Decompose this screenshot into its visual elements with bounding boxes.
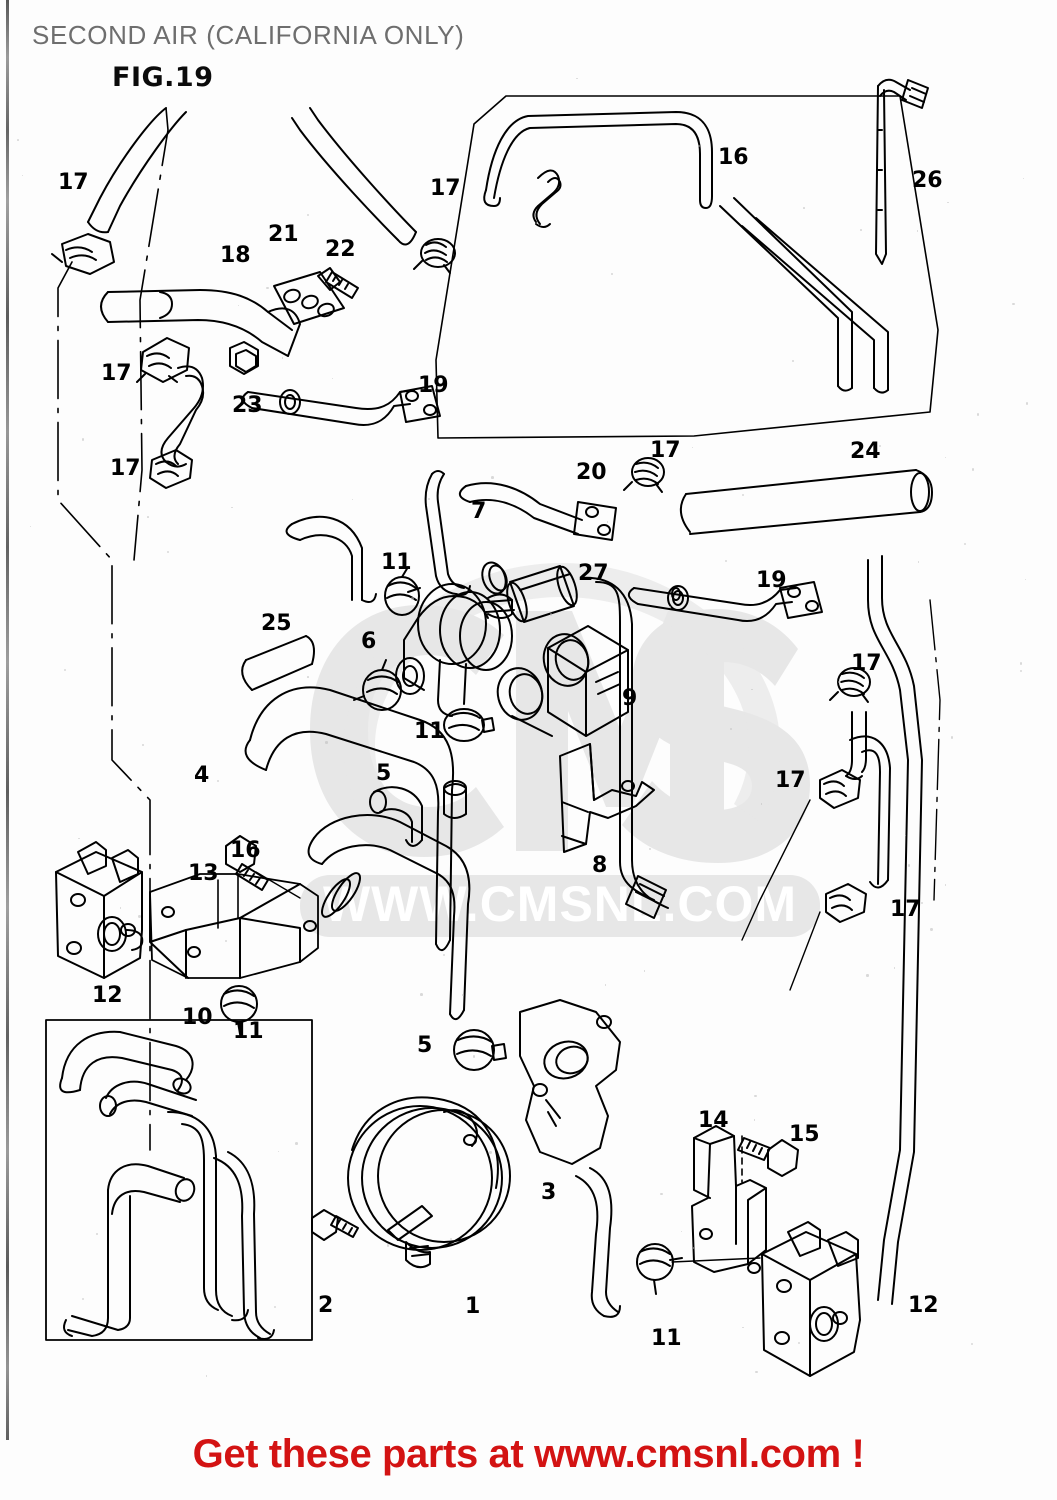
scan-speck [860,229,862,231]
callout-number-27: 27 [578,563,609,585]
scan-speck [30,526,31,527]
scan-speck [138,915,140,917]
scan-speck [295,1142,298,1145]
callout-number-17: 17 [890,899,921,921]
callout-number-11: 11 [651,1328,682,1350]
callout-number-17: 17 [851,653,882,675]
scan-speck [866,974,868,976]
callout-number-6: 6 [361,631,376,653]
callout-number-16: 16 [718,147,749,169]
scan-speck [908,864,910,866]
callout-number-17: 17 [775,770,806,792]
callout-number-14: 14 [698,1110,729,1132]
scan-speck [879,445,881,447]
callout-number-12: 12 [92,985,123,1007]
callout-number-16: 16 [230,840,261,862]
callout-number-17: 17 [58,172,89,194]
callout-number-5: 5 [376,763,391,785]
callout-number-23: 23 [232,395,263,417]
scan-speck [611,273,613,275]
callout-number-26: 26 [912,170,943,192]
scan-speck [644,970,646,972]
scan-speck [78,838,79,839]
callout-number-13: 13 [188,863,219,885]
callout-number-22: 22 [325,239,356,261]
scan-speck [803,207,805,209]
callout-number-3: 3 [541,1182,556,1204]
callout-number-19: 19 [756,570,787,592]
callout-number-11: 11 [381,552,412,574]
callout-number-24: 24 [850,441,881,463]
scan-speck [491,476,494,479]
scan-speck [217,780,219,782]
scan-speck [930,928,932,930]
callout-number-12: 12 [908,1295,939,1317]
scan-speck [792,360,794,362]
callout-number-11: 11 [414,721,445,743]
scan-speck [462,994,464,996]
callout-number-4: 4 [194,765,209,787]
callout-number-11: 11 [233,1021,264,1043]
scan-speck [411,597,413,599]
scan-speck [231,507,233,509]
callout-number-8: 8 [592,855,607,877]
scan-speck [307,214,309,216]
scan-speck [478,716,479,717]
callout-number-2: 2 [318,1295,333,1317]
callout-number-5: 5 [417,1035,432,1057]
callout-number-17: 17 [110,458,141,480]
callout-number-20: 20 [576,462,607,484]
callout-number-15: 15 [789,1124,820,1146]
scan-speck [307,676,309,678]
callout-number-17: 17 [650,440,681,462]
scan-speck [282,357,284,359]
scan-speck [387,1244,390,1247]
scan-speck [82,1298,84,1300]
scan-speck [266,287,268,289]
scan-speck [798,1342,800,1344]
callout-number-19: 19 [418,375,449,397]
scan-speck [1020,662,1022,664]
callout-number-7: 7 [471,501,486,523]
scan-speck [894,967,895,968]
scan-speck [660,1193,662,1195]
scan-speck [754,1095,756,1097]
scan-speck [1025,579,1026,580]
scan-speck [325,741,327,743]
scan-speck [147,516,149,518]
scan-speck [96,1233,98,1235]
scan-speck [428,498,430,500]
scan-speck [489,1151,491,1153]
callout-number-17: 17 [101,363,132,385]
callout-number-9: 9 [622,688,637,710]
callout-number-25: 25 [261,613,292,635]
scan-speck [550,613,553,616]
scan-speck [693,1247,694,1248]
callout-number-17: 17 [430,178,461,200]
scan-speck [972,468,974,470]
scan-speck [977,413,980,416]
callout-number-21: 21 [268,224,299,246]
callout-number-18: 18 [220,245,251,267]
callout-number-10: 10 [182,1007,213,1029]
scan-speck [755,1371,757,1373]
scan-speck [751,689,752,690]
scan-speck [420,993,423,996]
callout-number-1: 1 [465,1296,480,1318]
footer-promo-text: Get these parts at www.cmsnl.com ! [0,1432,1057,1477]
